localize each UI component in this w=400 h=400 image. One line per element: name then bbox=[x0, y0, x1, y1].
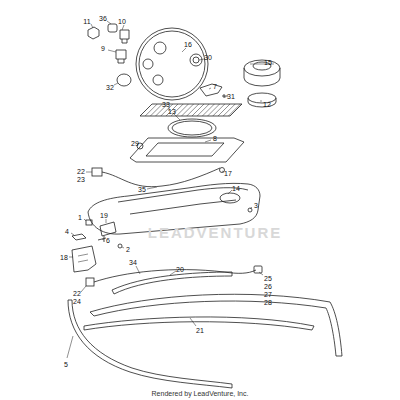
callout-number: 27 bbox=[264, 291, 272, 298]
part-9 bbox=[116, 50, 126, 63]
screw-17 bbox=[220, 168, 225, 173]
callout-number: 20 bbox=[176, 266, 184, 273]
callout-number: 3 bbox=[254, 202, 258, 209]
callout-number: 36 bbox=[99, 15, 107, 22]
callout-number: 11 bbox=[83, 18, 90, 25]
callout-number: 7 bbox=[213, 83, 217, 90]
ring-32 bbox=[117, 74, 131, 86]
bracket-18 bbox=[72, 246, 96, 272]
callout-number: 6 bbox=[106, 237, 110, 244]
callout-number: 5 bbox=[64, 361, 68, 368]
bracket-7 bbox=[200, 84, 222, 96]
bezel-8 bbox=[130, 138, 244, 162]
callout-number: 32 bbox=[106, 84, 114, 91]
screw-2 bbox=[118, 244, 122, 248]
callout-number: 17 bbox=[224, 170, 232, 177]
callout-number: 30 bbox=[204, 54, 212, 61]
grille-33 bbox=[140, 104, 242, 116]
callout-number: 22 bbox=[73, 290, 81, 297]
callout-number: 1 bbox=[78, 214, 82, 221]
callout-number: 10 bbox=[118, 18, 126, 25]
callout-number: 25 bbox=[264, 275, 272, 282]
callout-number: 35 bbox=[138, 186, 146, 193]
callout-number: 22 bbox=[77, 168, 85, 175]
trim-21 bbox=[90, 294, 342, 356]
callout-number: 14 bbox=[232, 185, 240, 192]
part-10 bbox=[120, 30, 129, 43]
callout-number: 33 bbox=[162, 101, 170, 108]
callout-number: 13 bbox=[168, 108, 176, 115]
callout-number: 29 bbox=[131, 140, 139, 147]
callout-number: 2 bbox=[126, 246, 130, 253]
screw-31 bbox=[222, 94, 228, 98]
connector-25 bbox=[254, 266, 262, 273]
callout-number: 15 bbox=[264, 59, 272, 66]
part-11 bbox=[88, 27, 99, 39]
callout-number: 16 bbox=[184, 41, 192, 48]
callout-number: 4 bbox=[65, 228, 69, 235]
leader-lines bbox=[67, 21, 263, 358]
trim-20 bbox=[112, 272, 232, 294]
part-36 bbox=[108, 24, 117, 32]
watermark: LEADVENTURE bbox=[148, 225, 283, 240]
callout-number: 12 bbox=[263, 101, 271, 108]
part-19 bbox=[100, 222, 116, 236]
callout-number: 31 bbox=[227, 93, 235, 100]
callout-number: 19 bbox=[100, 212, 108, 219]
trim-5 bbox=[68, 300, 232, 388]
wire-35 bbox=[102, 168, 220, 187]
callout-number: 23 bbox=[77, 176, 85, 183]
callout-number: 24 bbox=[73, 298, 81, 305]
part-1 bbox=[86, 220, 92, 225]
part-4 bbox=[72, 234, 86, 240]
callout-number: 18 bbox=[60, 254, 68, 261]
part-6 bbox=[98, 236, 106, 242]
screw-3 bbox=[248, 208, 252, 212]
callout-number: 21 bbox=[196, 327, 204, 334]
callout-number: 8 bbox=[213, 135, 217, 142]
callout-number: 28 bbox=[264, 299, 272, 306]
connector-22 bbox=[92, 168, 102, 176]
gasket-12 bbox=[248, 93, 276, 103]
callout-number: 34 bbox=[129, 259, 137, 266]
callout-number: 9 bbox=[101, 45, 105, 52]
footer-note: Rendered by LeadVenture, Inc. bbox=[152, 390, 249, 397]
seal-13 bbox=[168, 119, 216, 137]
fuel-cap-15 bbox=[244, 60, 280, 76]
connector-22b bbox=[86, 278, 94, 286]
callout-number: 26 bbox=[264, 283, 272, 290]
plate-16 bbox=[136, 28, 208, 100]
